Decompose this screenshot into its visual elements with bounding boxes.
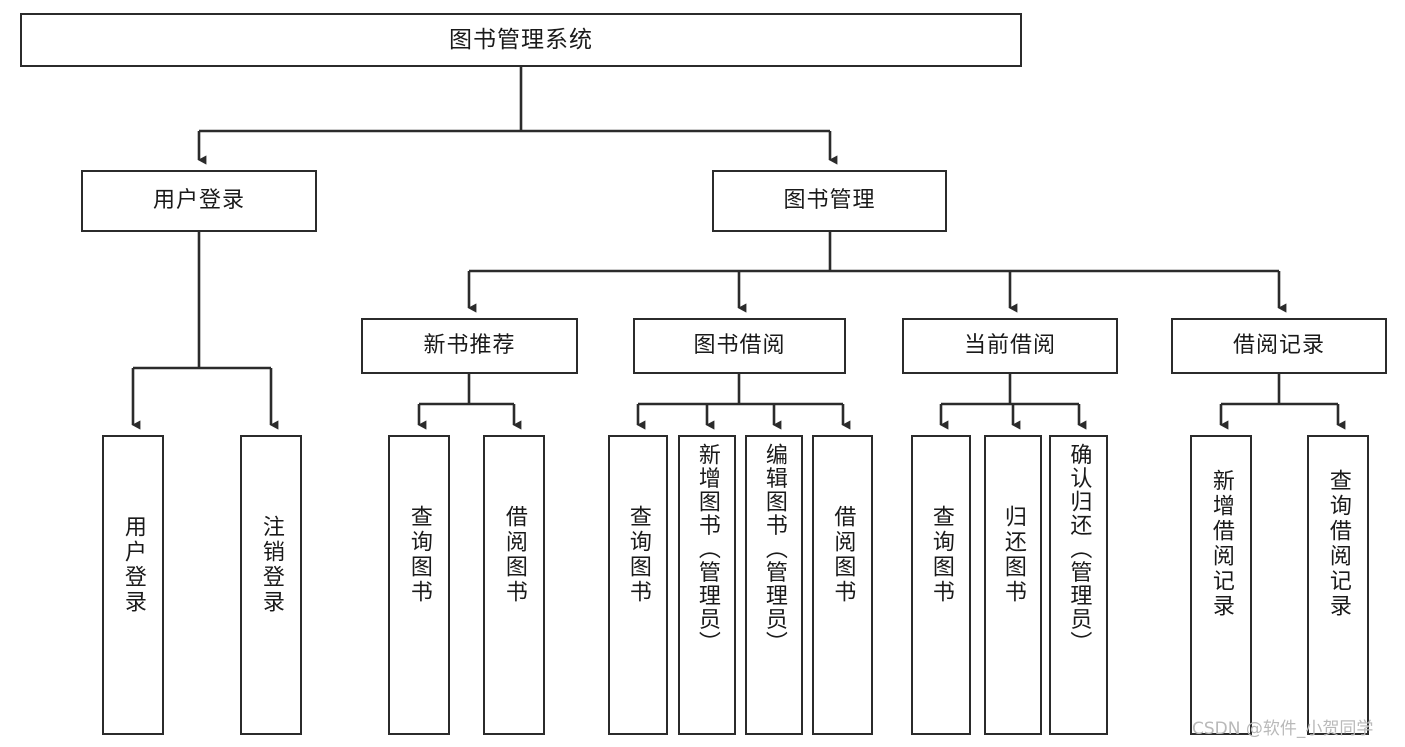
node-leaf-query-borrow-record[interactable]: 查询借阅记录 <box>1307 435 1369 735</box>
node-label: 归还图书 <box>1000 505 1026 605</box>
node-label: 借阅记录 <box>1232 332 1325 358</box>
node-label: 用户登录 <box>152 187 245 213</box>
node-label: 图书管理 <box>783 187 876 213</box>
node-label: 注销登录 <box>258 515 284 615</box>
node-leaf-confirm-return[interactable]: 确认归还（管理员） <box>1049 435 1108 735</box>
node-label: 编辑图书（管理员） <box>761 443 787 655</box>
node-leaf-add-book[interactable]: 新增图书（管理员） <box>678 435 736 735</box>
node-label: 新书推荐 <box>423 332 516 358</box>
node-label: 用户登录 <box>120 515 146 615</box>
node-leaf-borrow-book-1[interactable]: 借阅图书 <box>483 435 545 735</box>
node-label: 查询图书 <box>406 505 432 605</box>
csdn-watermark: CSDN @软件_小贺同学 <box>1192 719 1374 739</box>
node-label: 查询图书 <box>625 505 651 605</box>
node-label: 当前借阅 <box>963 332 1056 358</box>
node-label: 查询借阅记录 <box>1325 469 1351 619</box>
node-leaf-borrow-book-2[interactable]: 借阅图书 <box>812 435 873 735</box>
node-label: 确认归还（管理员） <box>1066 443 1092 655</box>
node-label: 借阅图书 <box>501 505 527 605</box>
node-leaf-return-book[interactable]: 归还图书 <box>984 435 1042 735</box>
node-label: 图书借阅 <box>693 332 786 358</box>
node-leaf-query-book-1[interactable]: 查询图书 <box>388 435 450 735</box>
node-label: 查询图书 <box>928 505 954 605</box>
node-current-borrow[interactable]: 当前借阅 <box>902 318 1118 374</box>
node-root-system[interactable]: 图书管理系统 <box>20 13 1022 67</box>
node-leaf-user-logout[interactable]: 注销登录 <box>240 435 302 735</box>
node-leaf-query-book-2[interactable]: 查询图书 <box>608 435 668 735</box>
node-book-management[interactable]: 图书管理 <box>712 170 947 232</box>
node-new-book-recommend[interactable]: 新书推荐 <box>361 318 578 374</box>
node-borrow-record[interactable]: 借阅记录 <box>1171 318 1387 374</box>
node-leaf-user-login[interactable]: 用户登录 <box>102 435 164 735</box>
node-leaf-add-borrow-record[interactable]: 新增借阅记录 <box>1190 435 1252 735</box>
node-user-login[interactable]: 用户登录 <box>81 170 317 232</box>
node-label: 图书管理系统 <box>449 26 593 53</box>
node-leaf-query-book-3[interactable]: 查询图书 <box>911 435 971 735</box>
node-label: 新增图书（管理员） <box>694 443 720 655</box>
node-book-borrow[interactable]: 图书借阅 <box>633 318 846 374</box>
node-leaf-edit-book[interactable]: 编辑图书（管理员） <box>745 435 803 735</box>
node-label: 借阅图书 <box>830 505 856 605</box>
node-label: 新增借阅记录 <box>1208 469 1234 619</box>
